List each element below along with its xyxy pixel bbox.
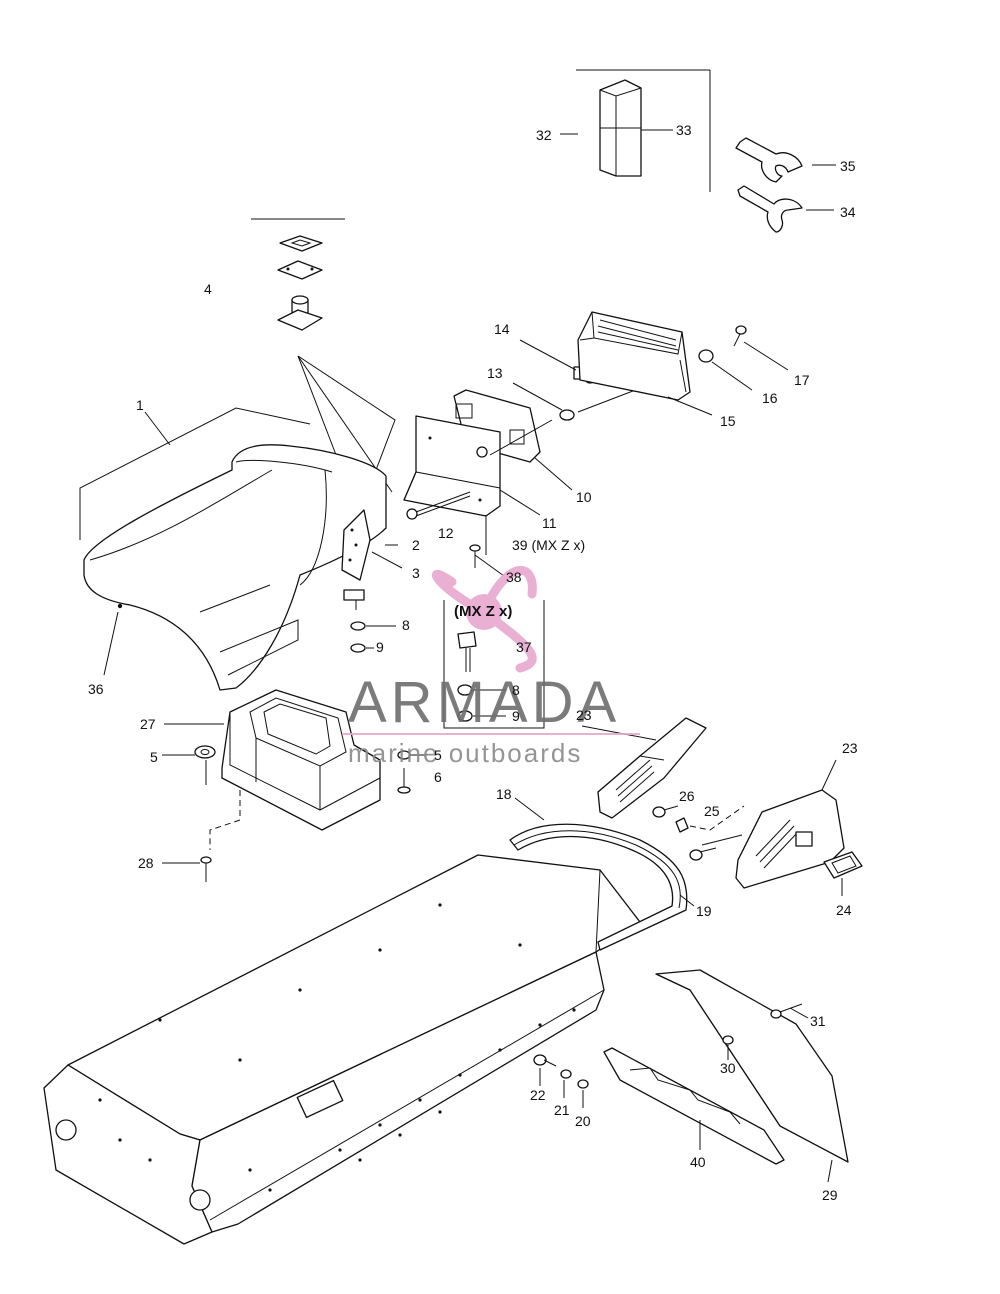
label-21: 21 xyxy=(554,1102,570,1118)
label-32: 32 xyxy=(536,127,552,143)
label-15: 15 xyxy=(720,413,736,429)
label-38: 38 xyxy=(506,569,522,585)
label-20: 20 xyxy=(575,1113,591,1129)
part-31-bolt xyxy=(770,1003,803,1019)
part-38-rivet xyxy=(469,544,481,568)
label-11: 11 xyxy=(542,515,557,531)
label-22: 22 xyxy=(530,1087,546,1103)
label-12: 12 xyxy=(438,525,454,541)
label-5-left: 5 xyxy=(150,749,158,765)
label-37: 37 xyxy=(516,639,532,655)
label-26: 26 xyxy=(679,788,695,804)
label-36: 36 xyxy=(88,681,104,697)
label-31: 31 xyxy=(810,1013,826,1029)
label-30: 30 xyxy=(720,1060,736,1076)
label-2: 2 xyxy=(412,537,420,553)
part-37-bolt xyxy=(457,631,477,672)
part-23-cover-left xyxy=(597,717,707,819)
part-30-washer xyxy=(722,1035,734,1045)
label-40: 40 xyxy=(690,1154,706,1170)
part-5-washer-left xyxy=(194,745,216,759)
label-19: 19 xyxy=(696,903,712,919)
part-12-screw xyxy=(406,491,471,520)
part-25-screw xyxy=(675,817,689,833)
part-29-snowflap xyxy=(655,969,849,1163)
label-5-right: 5 xyxy=(434,747,442,763)
tunnel-chassis xyxy=(43,854,641,1245)
part-18-grab-bar xyxy=(509,823,688,951)
part-21-washer xyxy=(560,1069,572,1079)
armada-watermark: ARMADA marine outboards xyxy=(342,565,640,768)
label-13: 13 xyxy=(487,365,503,381)
part-1-seat xyxy=(79,407,387,691)
label-23-right: 23 xyxy=(842,740,858,756)
part-11-plate xyxy=(403,415,501,517)
label-6: 6 xyxy=(434,769,442,785)
label-3: 3 xyxy=(412,565,420,581)
label-28: 28 xyxy=(138,855,154,871)
label-1: 1 xyxy=(136,397,144,413)
label-27: 27 xyxy=(140,716,156,732)
part-26-screw xyxy=(652,805,679,818)
part-35-wrench xyxy=(735,137,803,183)
part-27-tray xyxy=(221,689,381,831)
accessory-frame xyxy=(576,69,711,192)
watermark-brand: ARMADA xyxy=(348,670,620,735)
label-24: 24 xyxy=(836,902,852,918)
part-17-screw xyxy=(733,325,747,347)
part-32-33-box xyxy=(599,79,642,177)
part-28-rivet xyxy=(200,856,212,882)
part-6-bolt xyxy=(397,768,411,794)
label-29: 29 xyxy=(822,1187,838,1203)
label-9-inset: 9 xyxy=(512,708,520,724)
part-4-assembly xyxy=(277,235,323,331)
part-15-taillight xyxy=(577,311,691,401)
label-35: 35 xyxy=(840,158,856,174)
part-40-strip xyxy=(603,1047,785,1165)
part-23-cover-right xyxy=(735,789,845,889)
part-34-wrench xyxy=(737,185,803,233)
label-14: 14 xyxy=(494,321,510,337)
fastener-stack-left xyxy=(343,589,366,653)
label-8-inset: 8 xyxy=(512,682,520,698)
label-4: 4 xyxy=(204,281,212,297)
label-34: 34 xyxy=(840,204,856,220)
part-20-nut xyxy=(577,1079,589,1089)
part-24-gasket xyxy=(823,851,863,879)
label-33: 33 xyxy=(676,122,692,138)
part-16-washer xyxy=(698,349,714,363)
part-13-washer xyxy=(559,409,575,421)
label-8-left: 8 xyxy=(402,617,410,633)
label-18: 18 xyxy=(496,786,512,802)
part-screw-right xyxy=(689,847,717,861)
mxzx-inset xyxy=(443,600,545,729)
label-16: 16 xyxy=(762,390,778,406)
label-25: 25 xyxy=(704,803,720,819)
label-9-left: 9 xyxy=(376,639,384,655)
label-23-left: 23 xyxy=(576,707,592,723)
inset-title: (MX Z x) xyxy=(454,603,512,620)
label-39: 39 (MX Z x) xyxy=(512,537,585,553)
label-10: 10 xyxy=(576,489,592,505)
part-22-bolt xyxy=(533,1054,557,1067)
callout-labels: 1 2 3 4 5 5 6 8 8 9 9 10 11 12 13 14 15 … xyxy=(88,122,858,1203)
label-17: 17 xyxy=(794,372,810,388)
watermark-tagline: marine outboards xyxy=(348,738,582,768)
propeller-hub xyxy=(466,594,502,630)
